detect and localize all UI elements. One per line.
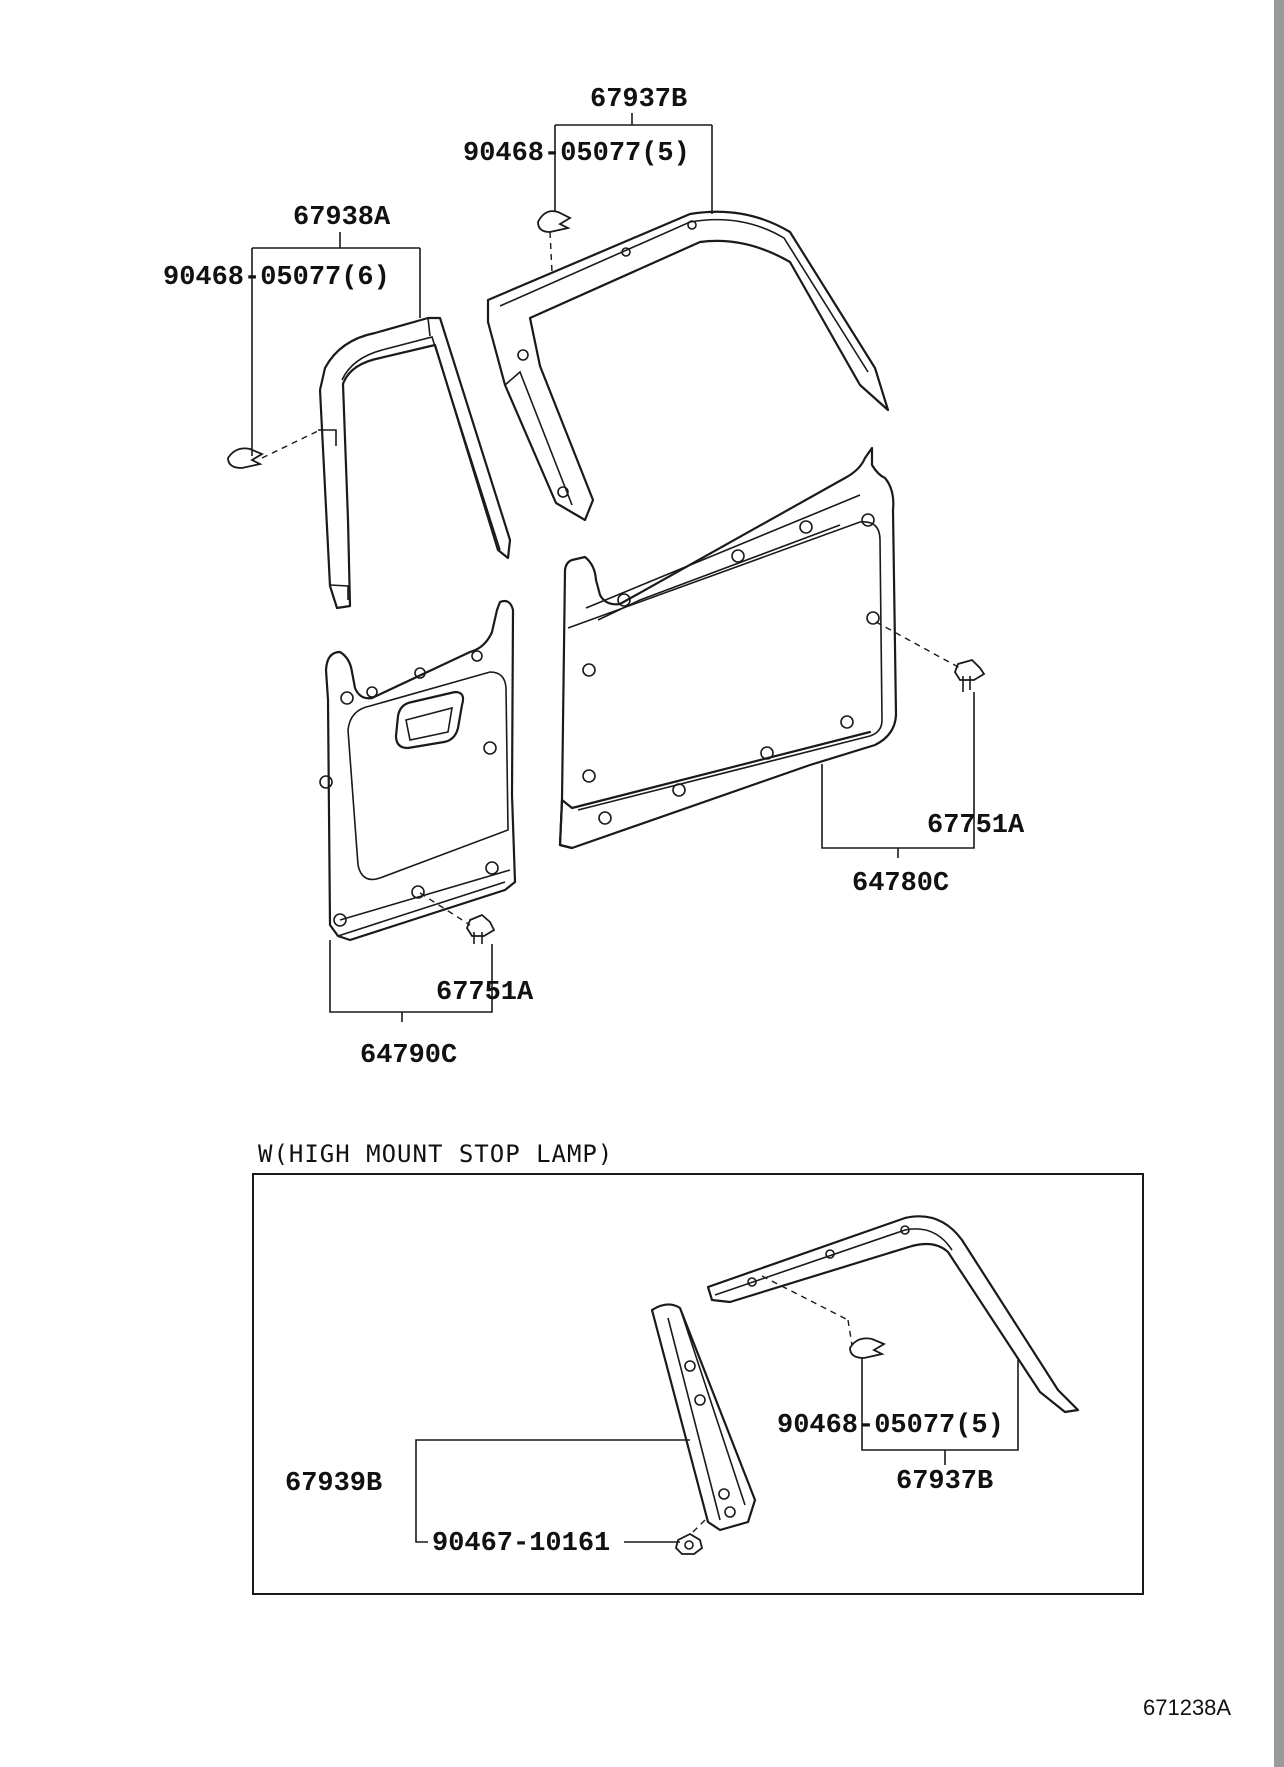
label-part-number: 67751A [927,811,1025,841]
part-64790c-door-trim-board [319,599,517,942]
clip-67751a-right [954,658,986,692]
clip-alignment-line [875,621,961,669]
clip-alignment-line [761,1275,849,1321]
leader-67939b-inset [415,1439,690,1543]
part-67937b-back-door-upper-trim [486,210,890,522]
leader-67938a [251,232,421,456]
label-part-number: 67751A [436,978,534,1008]
inset-caption: W(HIGH MOUNT STOP LAMP) [258,1140,613,1168]
label-part-number: 90468-05077(5) [463,139,690,169]
clip-alignment-line [419,892,471,926]
label-part-number: 67937B [590,85,687,115]
clip-90467-10161-inset [675,1532,704,1555]
clip-alignment-line [549,231,553,273]
leader-67937b [554,113,713,214]
leader-67937b-inset [861,1358,1019,1465]
figure-id: 671238A [1143,1695,1231,1720]
clip-alignment-line [847,1319,853,1346]
clip-90468-05077-left [227,447,264,469]
label-part-number: 67937B [896,1467,993,1497]
label-part-number: 64780C [852,869,949,899]
clip-alignment-line [689,1519,706,1536]
part-67939b-inset [650,1303,757,1532]
clip-67751a-left [466,913,496,944]
clip-90468-05077-upper [537,210,572,233]
part-64780c-back-door-trim-board [558,446,898,850]
part-67938a-door-upper-trim [318,316,512,610]
inset-frame [252,1173,1144,1595]
label-part-number: 67939B [285,1469,382,1499]
label-part-number: 67938A [293,203,391,233]
label-part-number: 64790C [360,1041,457,1071]
label-part-number: 90468-05077(5) [777,1411,1004,1441]
leader-64780c [821,692,975,858]
clip-90468-05077-inset [849,1337,886,1359]
part-67937b-inset [706,1215,1080,1414]
clip-alignment-line [261,429,321,459]
label-part-number: 90467-10161 [432,1529,610,1559]
page-edge-bar [1274,0,1284,1767]
leader-64790c [329,940,493,1022]
label-part-number: 90468-05077(6) [163,263,390,293]
